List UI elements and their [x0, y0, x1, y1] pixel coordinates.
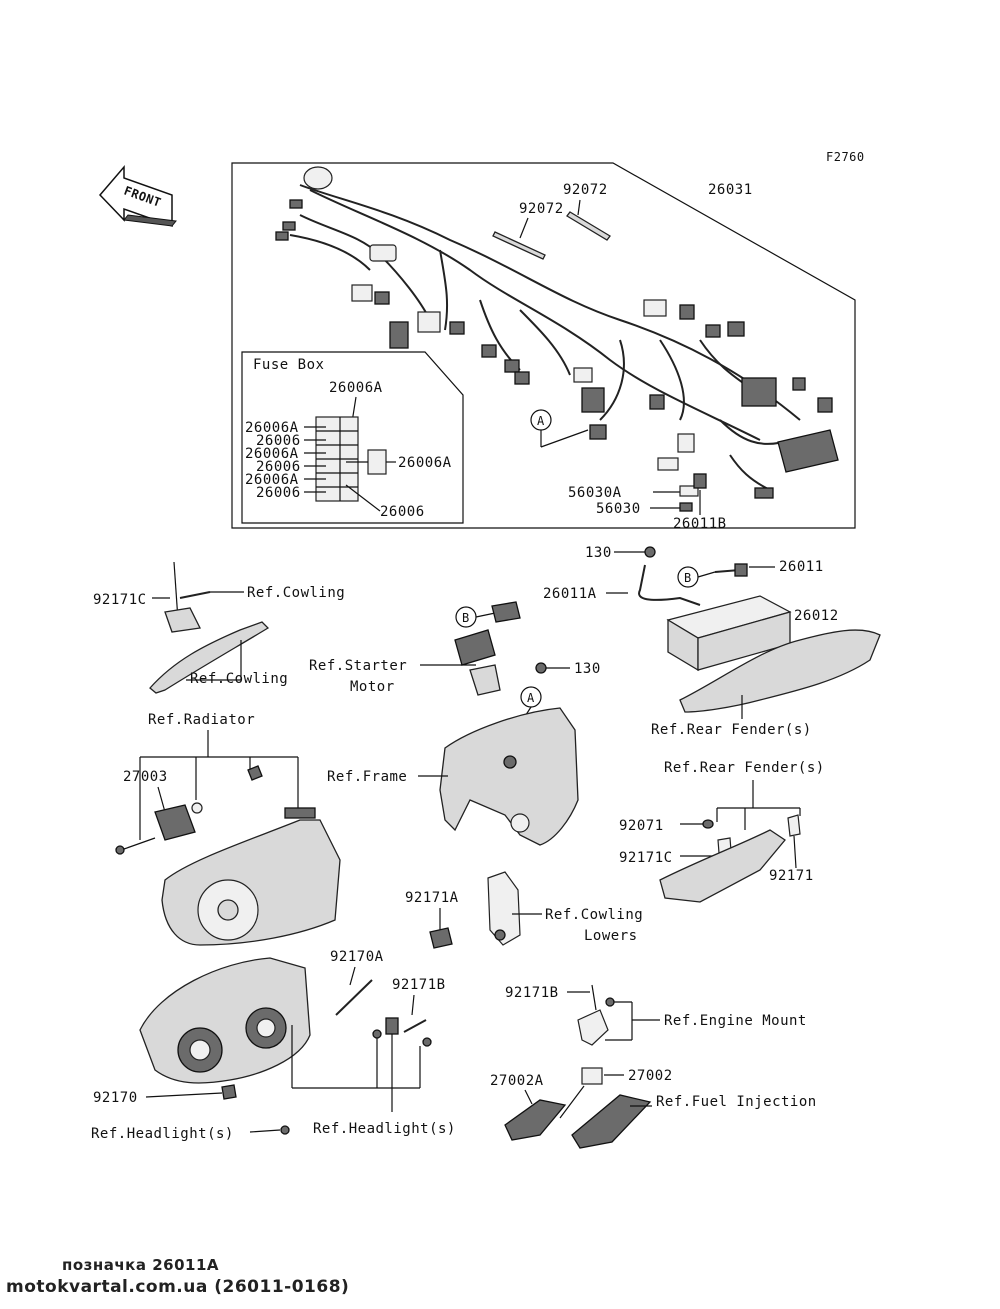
cowling-clip: [164, 607, 201, 633]
fuse-left-5: 26006A: [245, 472, 299, 488]
label-92171c-left: 92171C: [93, 592, 147, 608]
ref-cowling-lowers-2: Lowers: [584, 928, 638, 944]
fuse-box-title: Fuse Box: [253, 357, 324, 373]
harness-frame: [231, 162, 856, 529]
rear-fender-shape: [679, 629, 881, 713]
grommet-92171b: [385, 1017, 399, 1035]
radiator-group: Ref.Radiator 27003: [115, 712, 341, 946]
wiring-harness-drawing: [275, 166, 839, 499]
label-92171c-fender: 92171C: [619, 850, 673, 866]
ref-headlight-center: Ref.Headlight(s): [313, 1121, 456, 1137]
headlight-group: 92170A 92171B 92170 Ref.Headlight(s) Ref…: [91, 949, 456, 1142]
harness-group: 92072 92072 26031 A 56030A 56030 26011B: [231, 162, 856, 532]
radiator-nut: [247, 765, 263, 781]
label-27003: 27003: [123, 769, 168, 785]
label-130-top: 130: [585, 545, 612, 561]
label-92072-left: 92072: [519, 201, 564, 217]
marker-b-label-starter: B: [462, 611, 470, 625]
part-56030a: [679, 485, 699, 497]
cowling-lower-bracket: [487, 871, 521, 946]
label-56030: 56030: [596, 501, 641, 517]
fuse-label-right: 26006A: [398, 455, 452, 471]
footer-line-1: позначка 26011A: [62, 1256, 219, 1274]
cable-tie-left: [492, 231, 546, 260]
frame-shape: [439, 707, 579, 846]
label-92071: 92071: [619, 818, 664, 834]
label-26031: 26031: [708, 182, 753, 198]
cowling-bracket: [149, 621, 270, 694]
figure-code: F2760: [826, 150, 865, 164]
fuse-box-group: Fuse Box 26006A 26006A 26006 26006A 2600…: [241, 351, 464, 524]
ecu-27002: [571, 1094, 652, 1149]
fuse-left-3: 26006A: [245, 446, 299, 462]
ref-starter-1: Ref.Starter: [309, 658, 407, 674]
ref-fuel-injection: Ref.Fuel Injection: [656, 1094, 817, 1110]
rear-fender-lower: [659, 829, 786, 903]
engine-mount-bracket: [577, 1009, 609, 1046]
label-26011b: 26011B: [673, 516, 727, 532]
bolt-130-starter: [535, 662, 547, 674]
fuse-left-4: 26006: [256, 459, 301, 475]
marker-a-label-frame: A: [527, 691, 535, 705]
fuse-left-1: 26006A: [245, 420, 299, 436]
fuse-label-bottom: 26006: [380, 504, 425, 520]
label-130-starter: 130: [574, 661, 601, 677]
sensor-27002: [581, 1067, 603, 1085]
footer-line-2: motokvartal.com.ua (26011-0168): [6, 1277, 349, 1297]
cowling-group: 92171C Ref.Cowling Ref.Cowling: [93, 561, 345, 694]
ref-rear-fender-1: Ref.Rear Fender(s): [651, 722, 812, 738]
label-26011a: 26011A: [543, 586, 597, 602]
cable-26011-end: [734, 563, 748, 577]
label-92171b-headlight: 92171B: [392, 977, 446, 993]
rivet-92071: [702, 819, 714, 829]
radiator-fan-switch: [154, 804, 196, 841]
label-26012: 26012: [794, 608, 839, 624]
spare-fuse: [367, 449, 387, 475]
ref-cowling-lowers-1: Ref.Cowling: [545, 907, 643, 923]
clip-92170: [221, 1084, 237, 1100]
fuse-left-2: 26006: [256, 433, 301, 449]
cowling-lowers-group: 92171A Ref.Cowling Lowers: [405, 871, 643, 949]
label-92072-right: 92072: [563, 182, 608, 198]
ref-cowling-1: Ref.Cowling: [247, 585, 345, 601]
starter-relay: [454, 629, 496, 666]
front-arrow-icon: FRONT: [98, 164, 177, 228]
ref-headlight-left: Ref.Headlight(s): [91, 1126, 234, 1142]
ref-cowling-2: Ref.Cowling: [190, 671, 288, 687]
fuse-left-6: 26006: [256, 485, 301, 501]
starter-bracket: [469, 664, 501, 696]
marker-a-label: A: [537, 414, 545, 428]
ref-engine-mount: Ref.Engine Mount: [664, 1013, 807, 1029]
label-92171b-engine: 92171B: [505, 985, 559, 1001]
fuel-injection-group: 27002A 27002 Ref.Fuel Injection: [490, 1067, 817, 1149]
starter-relay-connector: [491, 601, 521, 623]
bolt-130-top: [644, 546, 656, 558]
ref-rear-fender-2: Ref.Rear Fender(s): [664, 760, 825, 776]
fuse-box-frame: [241, 351, 464, 524]
label-92170: 92170: [93, 1090, 138, 1106]
marker-b-label-battery: B: [684, 571, 692, 585]
label-56030a: 56030A: [568, 485, 622, 501]
battery-group: 130 B 26011 26011A 26012 Ref.Rear Fender…: [543, 545, 881, 738]
starter-group: B Ref.Starter Motor 130 A Ref.Frame: [309, 601, 601, 846]
label-27002: 27002: [628, 1068, 673, 1084]
ref-frame: Ref.Frame: [327, 769, 407, 785]
rear-fender2-group: Ref.Rear Fender(s) 92071 92171C 92171: [619, 760, 825, 903]
fuse-label-top: 26006A: [329, 380, 383, 396]
label-27002a: 27002A: [490, 1073, 544, 1089]
engine-mount-group: 92171B Ref.Engine Mount: [505, 984, 807, 1046]
cable-tie-right: [566, 211, 611, 241]
part-56030: [679, 502, 693, 512]
clip-92171a: [429, 927, 453, 949]
label-26011: 26011: [779, 559, 824, 575]
part-26011b: [693, 473, 707, 489]
ref-starter-2: Motor: [350, 679, 395, 695]
label-92171a: 92171A: [405, 890, 459, 906]
radiator-cap: [284, 807, 316, 819]
label-92171-fender: 92171: [769, 868, 814, 884]
label-92170a: 92170A: [330, 949, 384, 965]
ecu-27002a: [504, 1099, 567, 1141]
ref-radiator: Ref.Radiator: [148, 712, 255, 728]
